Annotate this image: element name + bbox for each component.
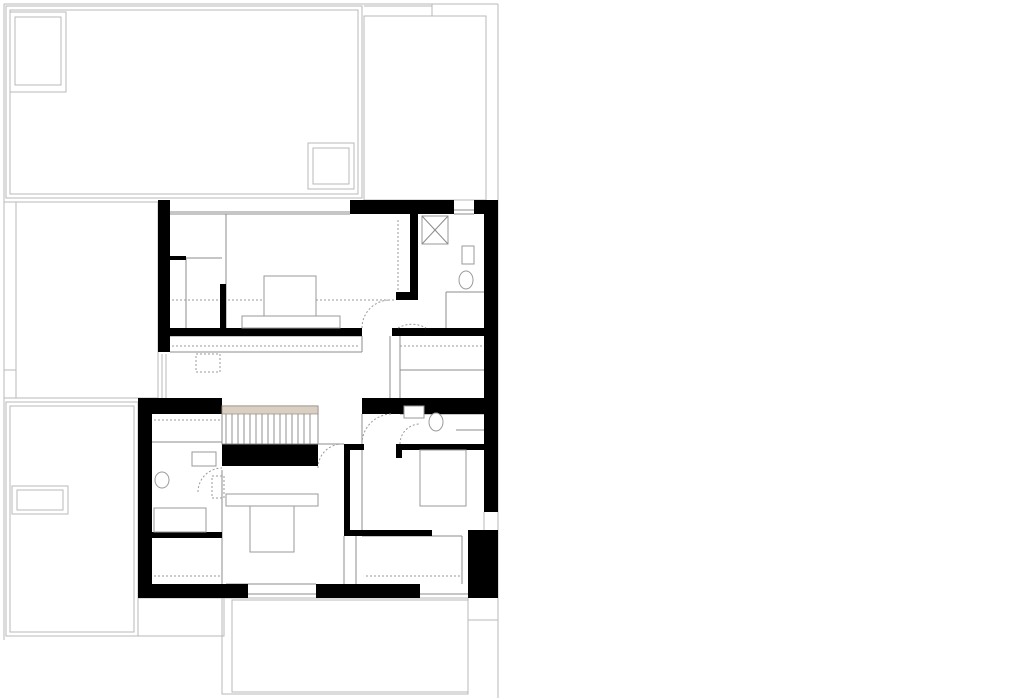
walls (138, 200, 498, 598)
furniture (153, 215, 475, 553)
wc-left (154, 471, 170, 489)
terrace-bottom-left (5, 401, 225, 637)
terrace-top-right (363, 4, 487, 201)
basin-top (461, 245, 475, 265)
wc-mid (428, 412, 444, 432)
bed-right (419, 449, 467, 507)
door-swings (197, 299, 427, 493)
basin-left (191, 451, 217, 467)
terrace-bottom (221, 512, 498, 695)
bed-bottom-headboard (225, 493, 319, 507)
bed-top-headboard (241, 315, 341, 329)
basin-mid (403, 405, 425, 419)
wc-top (458, 270, 474, 290)
bed-bottom (249, 505, 295, 553)
terrace-left-middle (4, 201, 167, 399)
terrace-top-left (5, 5, 363, 199)
staircase (221, 405, 344, 445)
bathtub-left (153, 507, 207, 533)
